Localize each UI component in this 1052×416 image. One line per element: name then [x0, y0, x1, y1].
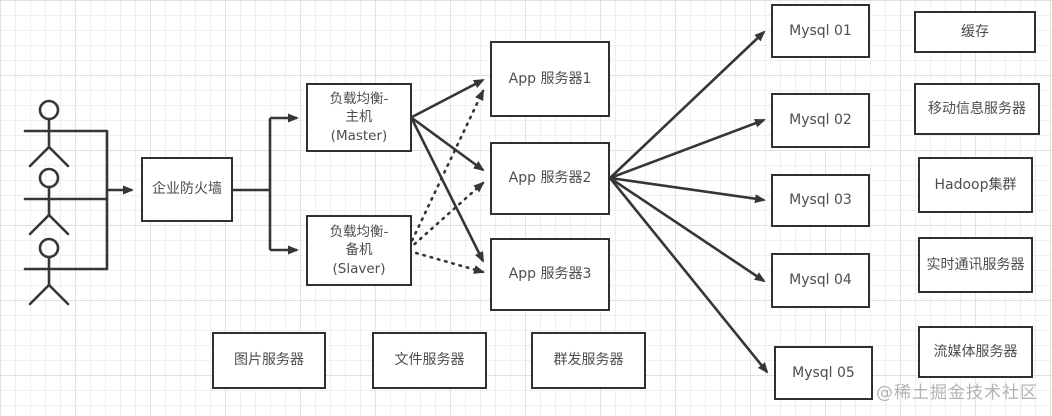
node-app-server-2: App 服务器2 — [490, 142, 610, 215]
node-mass-send-server: 群发服务器 — [531, 332, 646, 389]
node-label: Mysql 01 — [789, 22, 852, 39]
node-label: 群发服务器 — [553, 352, 624, 369]
node-label: 移动信息服务器 — [928, 100, 1026, 117]
node-cache: 缓存 — [914, 11, 1036, 53]
node-streaming-media-server: 流媒体服务器 — [918, 326, 1033, 378]
edge-app2-mysql03 — [609, 176, 766, 204]
node-label: 企业防火墙 — [152, 181, 222, 198]
node-realtime-comm-server: 实时通讯服务器 — [918, 237, 1033, 293]
node-label: App 服务器3 — [508, 266, 592, 283]
node-file-server: 文件服务器 — [372, 332, 487, 389]
node-label-line2: 主机 — [345, 109, 373, 126]
node-label: App 服务器1 — [508, 70, 592, 87]
node-label: 实时通讯服务器 — [926, 256, 1025, 273]
node-app-server-3: App 服务器3 — [490, 238, 610, 311]
edge-slaver-app1 — [407, 89, 485, 249]
node-mysql-01: Mysql 01 — [771, 4, 870, 58]
user-actor-3 — [23, 237, 109, 306]
node-label: Mysql 04 — [789, 272, 852, 289]
node-app-server-1: App 服务器1 — [490, 41, 610, 117]
node-label: 图片服务器 — [234, 352, 304, 369]
user-actor-1 — [23, 99, 109, 168]
node-label: App 服务器2 — [508, 170, 592, 187]
node-mysql-03: Mysql 03 — [771, 174, 870, 227]
edge-app2-mysql05 — [608, 177, 769, 374]
node-mobile-info-server: 移动信息服务器 — [914, 83, 1040, 135]
edge-app2-mysql04 — [609, 176, 766, 283]
node-label-line1: 负载均衡- — [329, 91, 389, 108]
edge-slaver-app2 — [407, 181, 485, 251]
node-label: 文件服务器 — [394, 352, 465, 369]
node-firewall: 企业防火墙 — [141, 157, 233, 222]
node-label: Hadoop集群 — [934, 176, 1017, 193]
node-lb-master: 负载均衡- 主机 (Master) — [306, 83, 412, 152]
node-label: 缓存 — [961, 23, 989, 40]
node-label-line3: (Master) — [330, 127, 388, 144]
user-actor-2 — [23, 167, 109, 236]
node-label-line2: 备机 — [345, 242, 373, 259]
edge-slaver-app3 — [407, 249, 485, 274]
node-label-line1: 负载均衡- — [329, 224, 389, 241]
node-label: 负载均衡- 主机 (Master) — [326, 90, 393, 145]
node-label: 负载均衡- 备机 (Slaver) — [326, 223, 393, 278]
edge-master-app3 — [410, 118, 485, 263]
node-mysql-04: Mysql 04 — [771, 253, 870, 308]
node-label: Mysql 03 — [789, 192, 852, 209]
edge-master-app2 — [411, 116, 485, 172]
node-image-server: 图片服务器 — [212, 332, 326, 389]
edge-master-app1 — [411, 78, 485, 119]
node-label-line3: (Slaver) — [332, 260, 386, 277]
node-hadoop-cluster: Hadoop集群 — [918, 157, 1033, 213]
edge-app2-mysql01 — [609, 30, 766, 179]
watermark: @稀土掘金技术社区 — [876, 383, 1038, 403]
node-mysql-05: Mysql 05 — [774, 346, 873, 400]
edge-app2-mysql02 — [609, 118, 766, 180]
node-mysql-02: Mysql 02 — [771, 93, 870, 148]
node-label: Mysql 05 — [792, 364, 855, 381]
node-label: 流媒体服务器 — [933, 343, 1018, 360]
node-label: Mysql 02 — [789, 112, 852, 129]
node-lb-slaver: 负载均衡- 备机 (Slaver) — [306, 215, 412, 286]
